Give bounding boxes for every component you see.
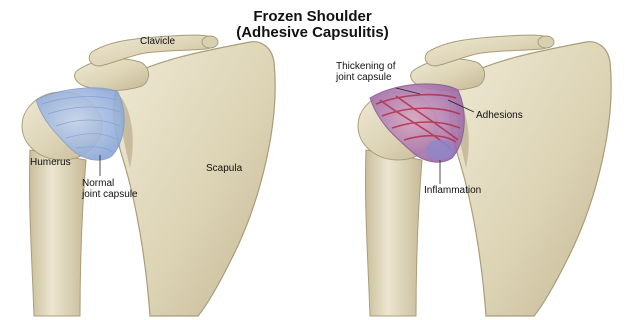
inflammation-area (426, 140, 454, 160)
label-inflammation: Inflammation (424, 185, 481, 196)
label-scapula: Scapula (206, 163, 242, 174)
right-shoulder-illustration (358, 35, 611, 316)
label-thickening-line2: joint capsule (336, 72, 392, 83)
left-acromion (75, 59, 149, 91)
figure-title: Frozen Shoulder (0, 9, 625, 25)
label-normal: Normal (82, 178, 114, 189)
left-shoulder-illustration (22, 35, 275, 316)
figure-subtitle: (Adhesive Capsulitis) (0, 25, 625, 41)
label-clavicle: Clavicle (140, 36, 175, 47)
right-humerus-bone (365, 150, 422, 316)
label-adhesions: Adhesions (476, 110, 523, 121)
left-humerus-bone (29, 150, 86, 316)
label-humerus: Humerus (30, 157, 71, 168)
label-joint-capsule: joint capsule (82, 189, 138, 200)
label-thickening-line1: Thickening of (336, 61, 395, 72)
